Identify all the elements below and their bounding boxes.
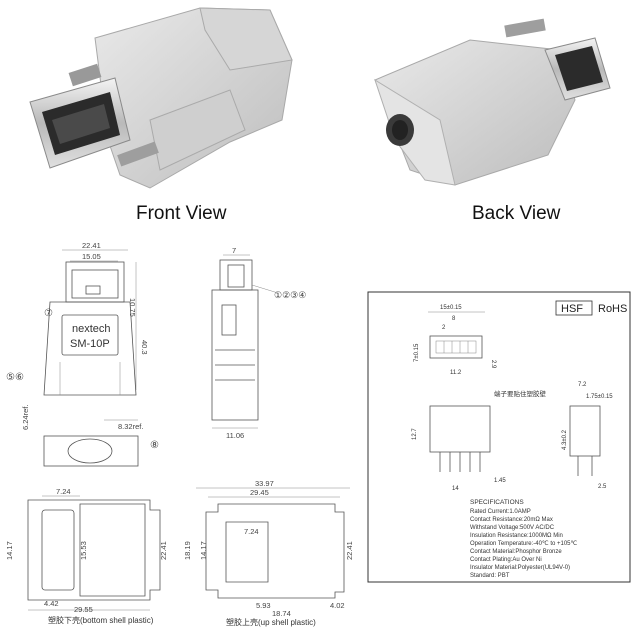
svg-text:SM-10P: SM-10P [70,338,110,350]
svg-text:7.24: 7.24 [244,527,259,536]
front-view-label: Front View [136,203,227,224]
svg-text:8: 8 [452,316,456,322]
svg-text:1.75±0.15: 1.75±0.15 [586,394,613,400]
svg-text:SPECIFICATIONS: SPECIFICATIONS [470,499,524,506]
svg-text:22.41: 22.41 [345,541,354,560]
svg-text:塑胶上壳(up shell plastic): 塑胶上壳(up shell plastic) [226,617,316,627]
svg-text:①②③④: ①②③④ [274,290,306,300]
svg-text:Insulator Material:Polyester(: Insulator Material:Polyester(UL94V-0) [470,565,570,571]
svg-text:14.17: 14.17 [5,541,14,560]
svg-text:1.45: 1.45 [494,478,506,484]
svg-text:10.75: 10.75 [128,298,137,317]
svg-text:⑦: ⑦ [44,308,53,319]
svg-text:Rated Current:1.0AMP: Rated Current:1.0AMP [470,509,531,515]
svg-text:HSF: HSF [561,303,583,315]
svg-text:端子要贴住塑胶壁: 端子要贴住塑胶壁 [494,389,547,398]
svg-text:14.17: 14.17 [199,541,208,560]
svg-text:15±0.15: 15±0.15 [440,305,462,311]
svg-text:⑤⑥: ⑤⑥ [6,372,24,383]
svg-text:nextech: nextech [72,323,111,335]
svg-text:14: 14 [452,486,459,492]
svg-text:15.05: 15.05 [82,252,101,261]
svg-text:2: 2 [442,325,446,331]
svg-text:33.97: 33.97 [255,479,274,488]
svg-text:12.7: 12.7 [412,428,418,440]
svg-text:29.45: 29.45 [250,488,269,497]
back-view-photo [374,18,611,186]
svg-text:11.06: 11.06 [226,431,244,440]
svg-text:Standard: PBT: Standard: PBT [470,573,510,579]
svg-text:Contact Resistance:20mΩ Max: Contact Resistance:20mΩ Max [470,517,553,523]
svg-text:15.53: 15.53 [79,541,88,560]
svg-text:40.3: 40.3 [140,340,149,355]
svg-text:22.41: 22.41 [82,241,101,250]
svg-text:4.42: 4.42 [44,599,59,608]
spec-drawing: HSF RoHS 15±0.15 8 2 7±0.15 2.9 11.2 7.2… [367,291,631,583]
bottom-left-drawing: 7.24 14.17 15.53 22.41 4.42 29.55 塑胶下壳(b… [5,487,168,625]
svg-text:4.02: 4.02 [330,601,345,610]
svg-text:4.3±0.2: 4.3±0.2 [562,429,568,450]
svg-text:2.9: 2.9 [490,360,496,369]
svg-text:11.2: 11.2 [450,370,462,376]
bottom-right-drawing: 33.97 29.45 7.24 18.19 14.17 22.41 5.93 … [183,479,354,627]
svg-text:6.24ref.: 6.24ref. [21,405,30,430]
svg-text:Withstand Voltage:500V AC/DC: Withstand Voltage:500V AC/DC [470,525,555,531]
svg-text:18.74: 18.74 [272,609,291,618]
svg-text:7±0.15: 7±0.15 [414,343,420,362]
svg-text:2.5: 2.5 [598,484,607,490]
svg-text:18.19: 18.19 [183,541,192,560]
back-view-label: Back View [472,203,561,224]
svg-text:7: 7 [232,246,236,255]
svg-text:塑胶下壳(bottom shell plastic): 塑胶下壳(bottom shell plastic) [48,615,154,625]
top-mid-drawing: 7 ①②③④ 11.06 [211,246,306,440]
svg-text:5.93: 5.93 [256,601,271,610]
svg-text:29.55: 29.55 [74,605,93,614]
svg-text:Insulation Resistance:1000MΩ: Insulation Resistance:1000MΩ Min [470,533,563,539]
svg-text:7.2: 7.2 [578,382,587,388]
top-left-drawing: 22.41 15.05 10.75 40.3 nextech SM-10P ⑦ … [6,241,159,467]
svg-text:RoHS: RoHS [598,303,627,315]
svg-text:Contact Plating:Au Over Ni: Contact Plating:Au Over Ni [470,557,542,563]
svg-text:7.24: 7.24 [56,487,71,496]
svg-text:8.32ref.: 8.32ref. [118,422,143,431]
svg-text:Operation Temperature:-40℃ t: Operation Temperature:-40℃ to +105℃ [470,541,578,547]
svg-text:22.41: 22.41 [159,541,168,560]
svg-text:Contact Material:Phosphor Br: Contact Material:Phosphor Bronze [470,549,562,555]
front-view-photo [29,7,293,189]
svg-text:⑧: ⑧ [150,440,159,451]
